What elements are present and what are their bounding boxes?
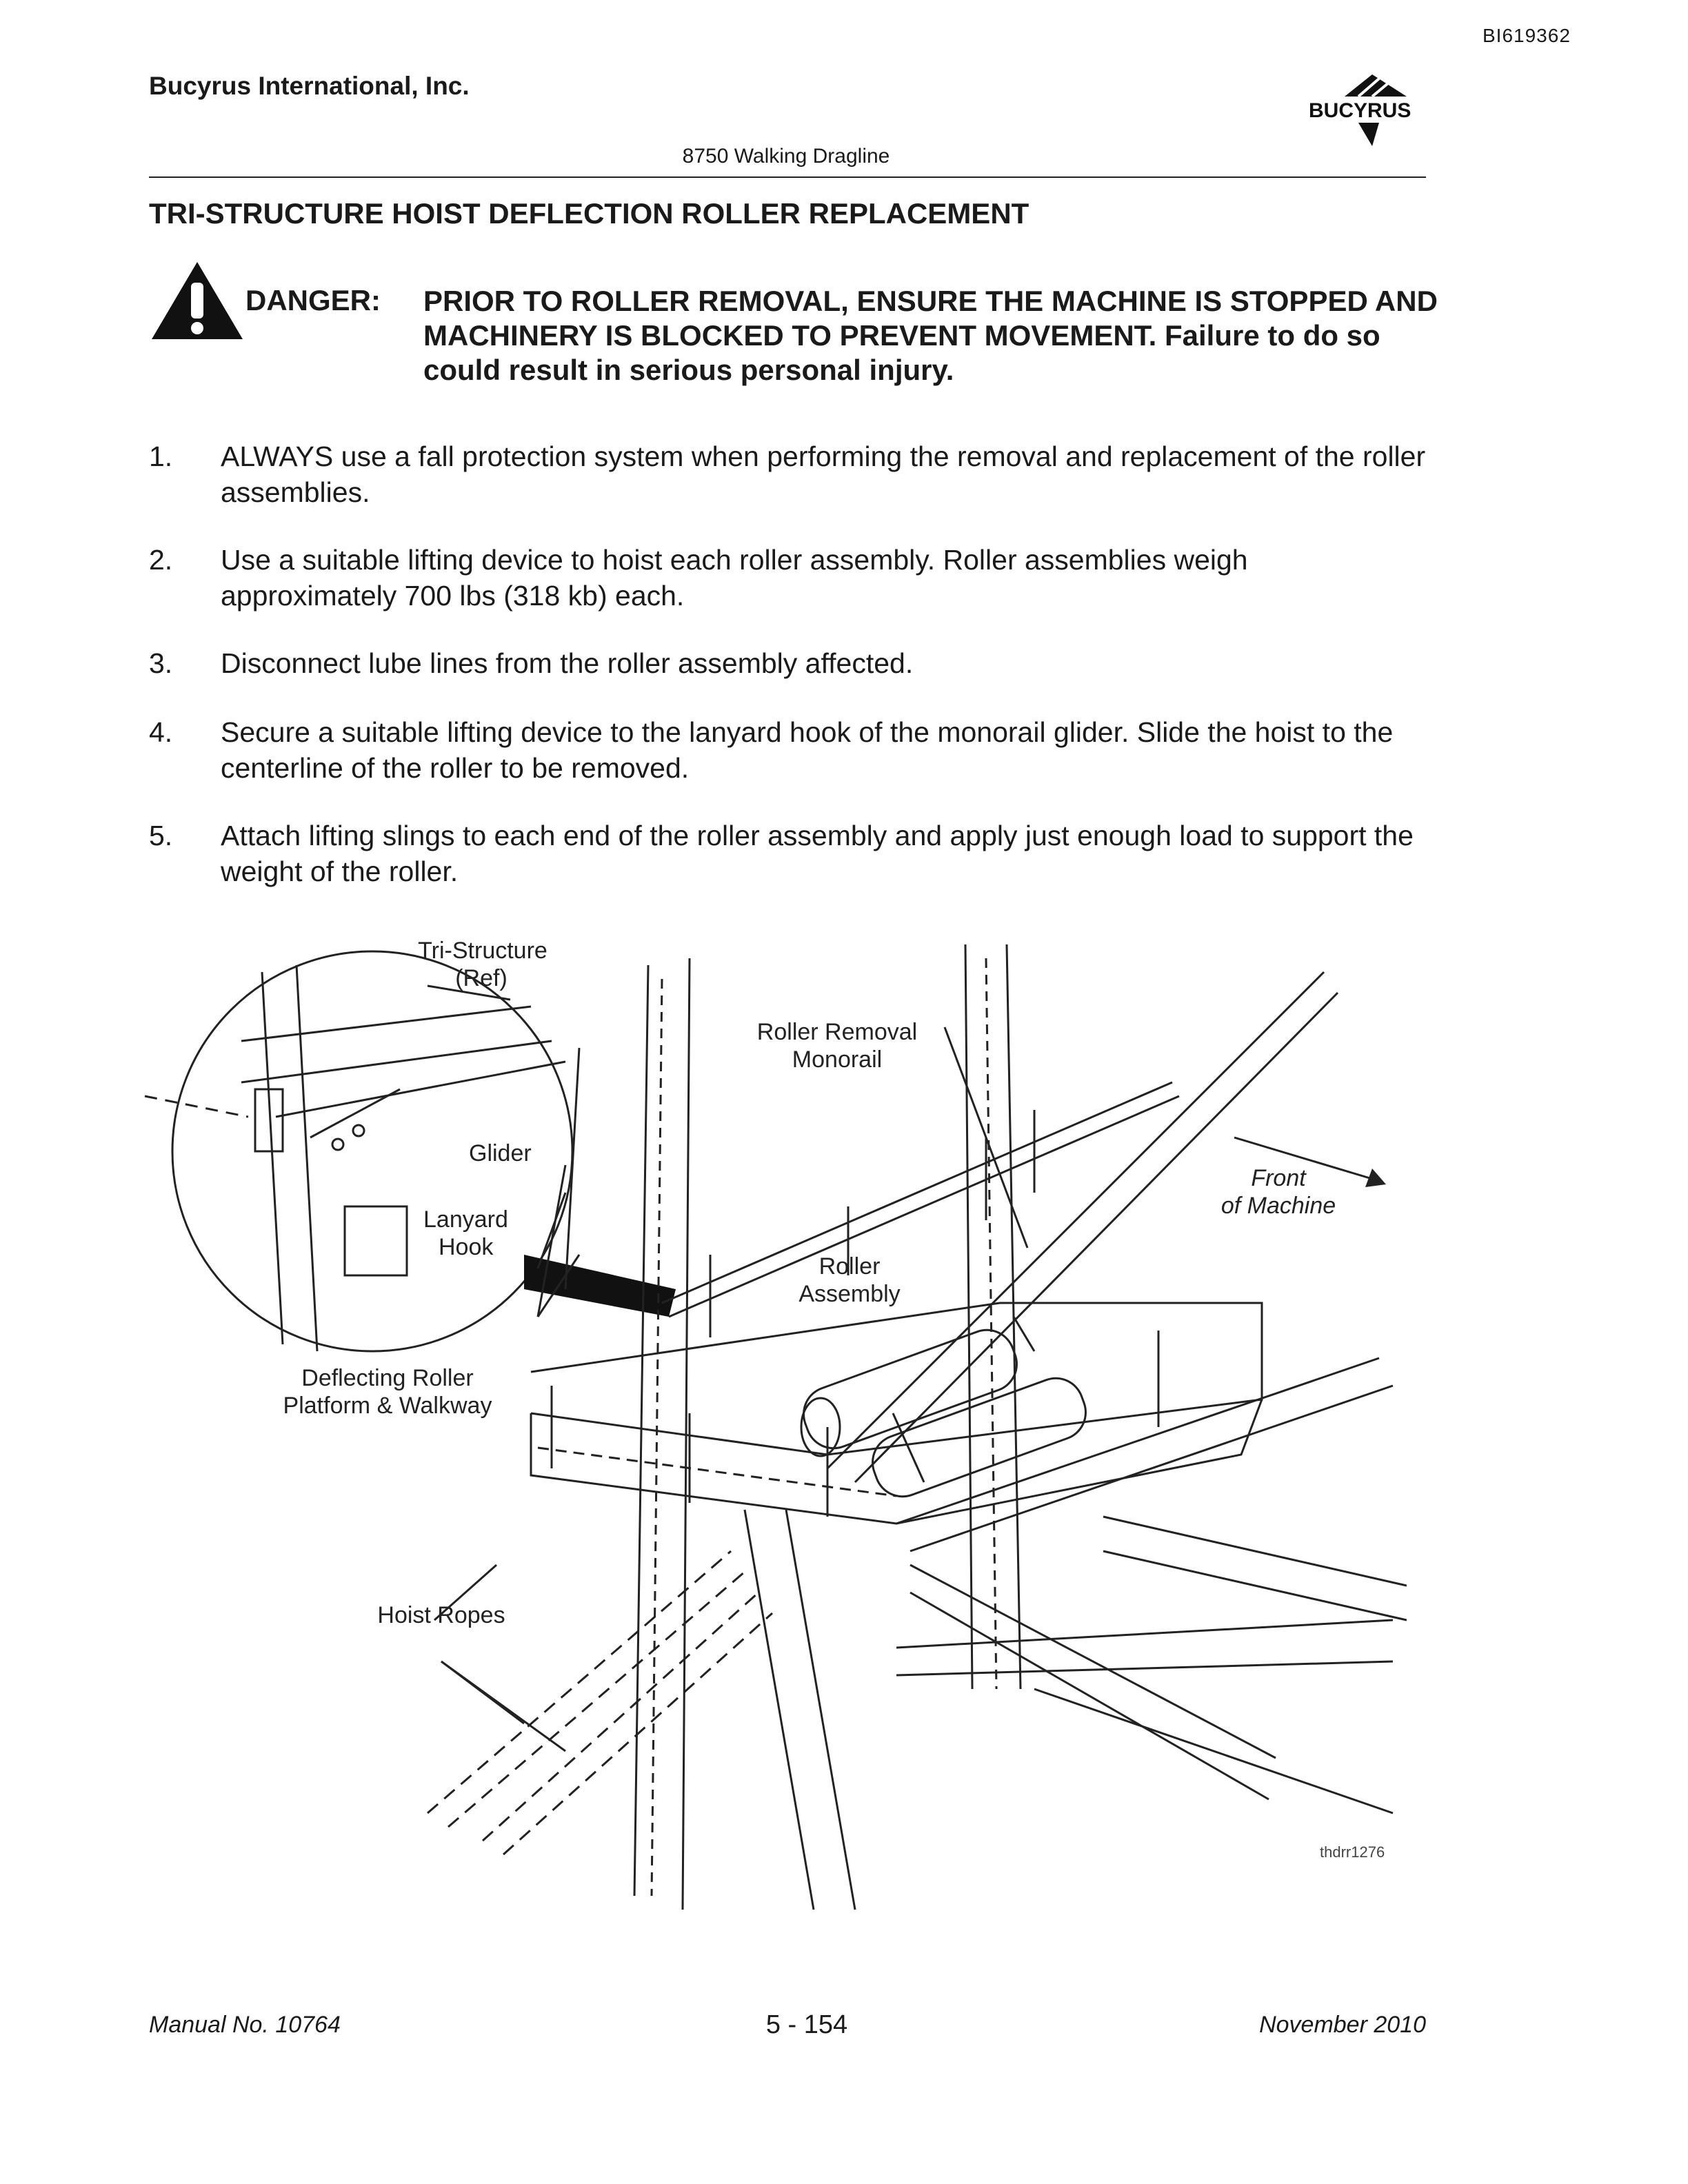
label-assembly: Assembly (798, 1281, 900, 1307)
figure-code: thdrr1276 (1320, 1843, 1385, 1861)
step-text: Use a suitable lifting device to hoist e… (221, 544, 1248, 611)
step-1: 1. ALWAYS use a fall protection system w… (149, 438, 1431, 510)
roller-assembly (800, 1328, 1087, 1498)
step-3: 3. Disconnect lube lines from the roller… (149, 645, 1431, 681)
step-number: 4. (149, 716, 173, 748)
step-text: Disconnect lube lines from the roller as… (221, 647, 914, 679)
document-id: BI619362 (1483, 25, 1571, 46)
roller-assembly-illustration: Tri-Structure (Ref) Roller Removal Monor… (144, 938, 1407, 1910)
roller-removal-monorail (661, 1081, 1180, 1337)
label-deflecting-roller: Deflecting Roller (301, 1365, 473, 1391)
label-monorail: Monorail (792, 1046, 882, 1073)
footer-manual-number: Manual No. 10764 (149, 2012, 341, 2038)
logo-text: BUCYRUS (1309, 99, 1411, 122)
step-text: Secure a suitable lifting device to the … (221, 716, 1394, 784)
footer-page-number: 5 - 154 (765, 2010, 848, 2039)
step-2: 2. Use a suitable lifting device to hois… (149, 542, 1431, 614)
document-subtitle: 8750 Walking Dragline (682, 145, 890, 168)
section-title: TRI-STRUCTURE HOIST DEFLECTION ROLLER RE… (149, 197, 1029, 230)
label-lanyard: Lanyard (423, 1206, 508, 1233)
label-tri-structure: Tri-Structure (418, 938, 547, 964)
label-tri-structure-ref: (Ref) (455, 965, 508, 991)
step-text: Attach lifting slings to each end of the… (221, 820, 1414, 887)
tri-structure (633, 944, 1022, 1910)
label-roller: Roller (819, 1253, 881, 1280)
danger-label: DANGER: (245, 284, 381, 316)
lower-structure (743, 1509, 1407, 1910)
step-number: 5. (149, 820, 173, 851)
hoist-ropes (427, 1550, 774, 1856)
step-number: 2. (149, 544, 173, 576)
step-text: ALWAYS use a fall protection system when… (221, 441, 1426, 508)
deflecting-roller-platform (530, 1302, 1394, 1553)
label-platform-walkway: Platform & Walkway (283, 1393, 492, 1419)
step-number: 1. (149, 441, 173, 472)
label-roller-removal: Roller Removal (757, 1019, 917, 1045)
bucyrus-logo: BUCYRUS (1309, 74, 1411, 146)
step-4: 4. Secure a suitable lifting device to t… (149, 714, 1431, 786)
danger-text: PRIOR TO ROLLER REMOVAL, ENSURE THE MACH… (423, 285, 1438, 386)
step-5: 5. Attach lifting slings to each end of … (149, 818, 1431, 889)
step-number: 3. (149, 647, 173, 679)
warning-icon (152, 262, 243, 339)
footer-date: November 2010 (1259, 2012, 1426, 2038)
header-rule (149, 176, 1426, 178)
label-glider: Glider (469, 1140, 532, 1166)
label-front: Front (1251, 1165, 1307, 1191)
label-hook: Hook (439, 1234, 494, 1260)
company-name: Bucyrus International, Inc. (149, 72, 470, 100)
label-hoist-ropes: Hoist Ropes (377, 1602, 505, 1628)
label-of-machine: of Machine (1221, 1193, 1336, 1219)
